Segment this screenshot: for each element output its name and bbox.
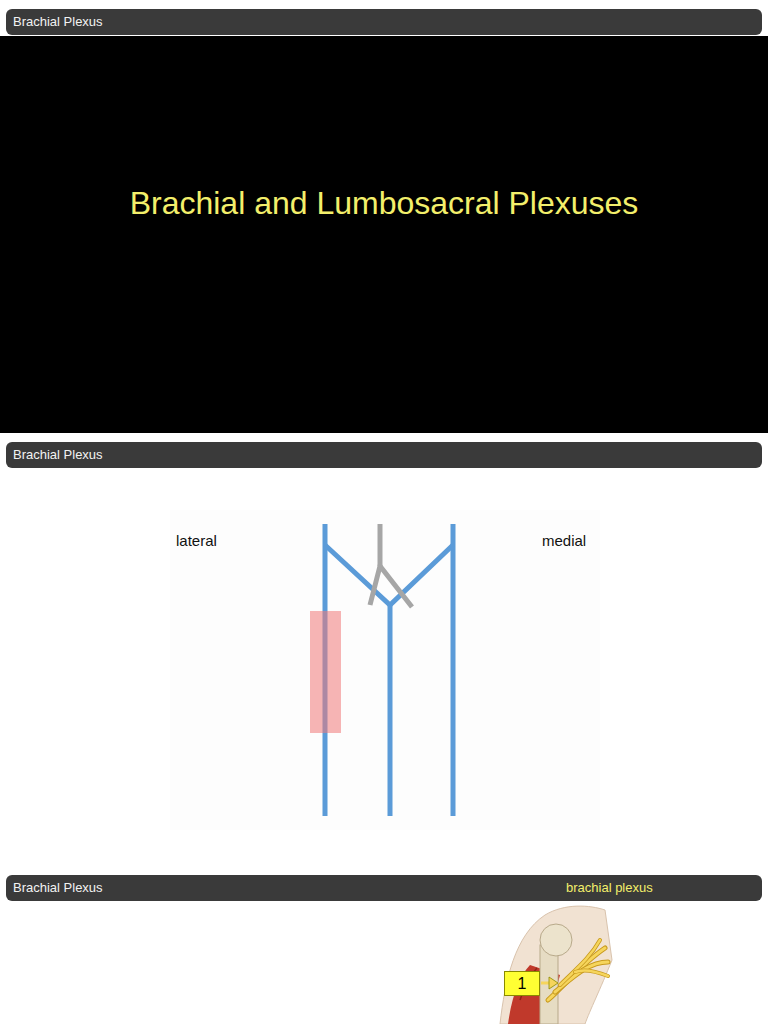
highlight-region bbox=[310, 611, 341, 733]
callout-box: 1 bbox=[504, 971, 540, 996]
direction-label: medial bbox=[542, 532, 586, 549]
header-text: brachial plexus bbox=[566, 880, 653, 895]
header-text: Brachial Plexus bbox=[13, 14, 103, 29]
arm-illustration bbox=[500, 906, 612, 1024]
slide-title: Brachial and Lumbosacral Plexuses bbox=[0, 185, 768, 222]
direction-label: lateral bbox=[176, 532, 217, 549]
callout-number: 1 bbox=[505, 972, 539, 995]
title-slide-ground bbox=[0, 36, 768, 433]
header-bar: Brachial Plexus brachial plexus bbox=[6, 875, 762, 901]
diagram-panel bbox=[170, 510, 600, 830]
header-bar: Brachial Plexus bbox=[6, 9, 762, 35]
header-text: Brachial Plexus bbox=[13, 447, 103, 462]
header-text: Brachial Plexus bbox=[13, 880, 103, 895]
header-bar: Brachial Plexus bbox=[6, 442, 762, 468]
grey-branch bbox=[370, 524, 412, 607]
plexus-lines bbox=[325, 524, 453, 816]
